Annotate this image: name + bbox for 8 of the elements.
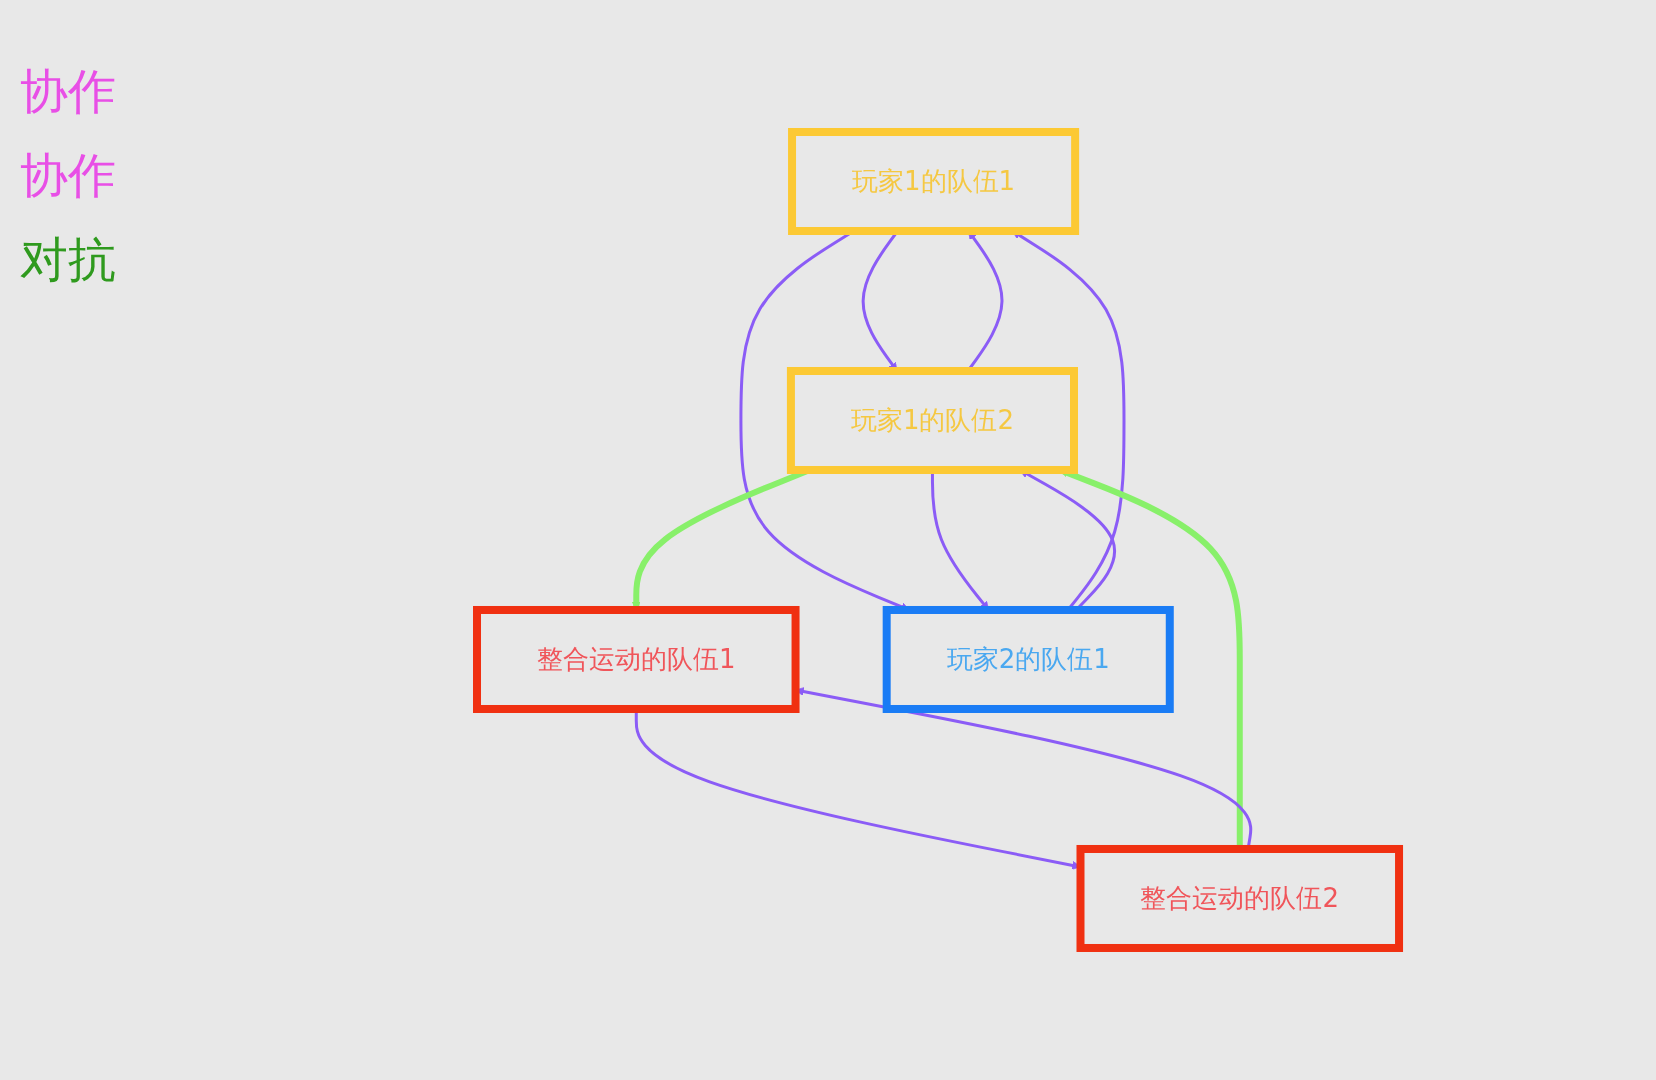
note-label: 对抗 <box>20 230 117 289</box>
node-box: 玩家1的队伍1 <box>788 128 1080 235</box>
node-box: 玩家2的队伍1 <box>882 606 1174 713</box>
node-box: 整合运动的队伍1 <box>473 606 800 713</box>
note-label: 协作 <box>20 62 117 121</box>
node-box: 整合运动的队伍2 <box>1076 845 1403 952</box>
node-box: 玩家1的队伍2 <box>786 367 1078 474</box>
note-label: 协作 <box>20 146 117 205</box>
